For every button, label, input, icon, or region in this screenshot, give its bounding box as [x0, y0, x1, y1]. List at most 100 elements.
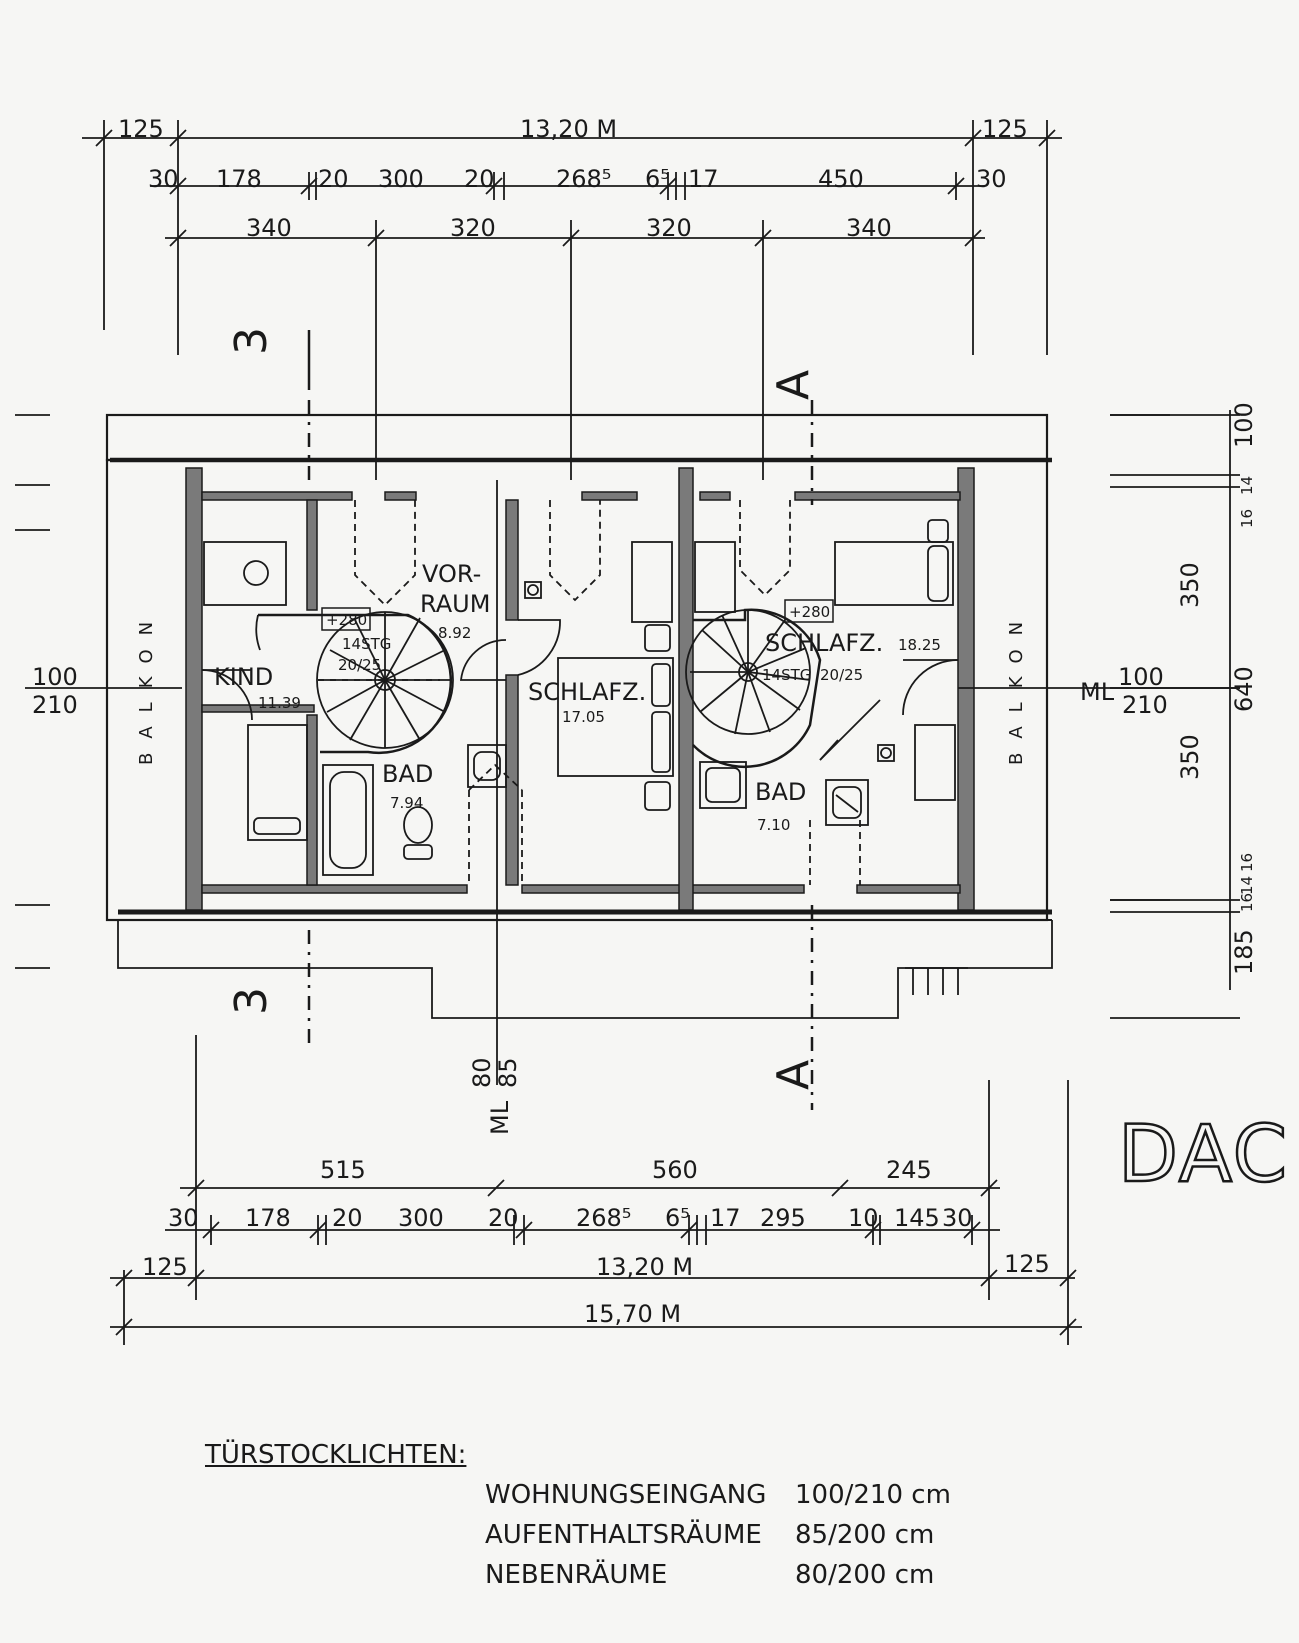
dim-right-6: 16: [1238, 853, 1256, 872]
stairs2-steps: 14STG: [762, 666, 811, 684]
section-labels: 3 3 A A: [226, 327, 819, 1090]
dim-top-seg-5: 268⁵: [556, 165, 611, 193]
section-a-bottom: A: [768, 1060, 819, 1090]
door-right-height: 210: [1122, 691, 1168, 719]
dim-bottom-axis-2: 245: [886, 1156, 932, 1184]
right-edge-marks: [1110, 414, 1170, 901]
legend-row: AUFENTHALTSRÄUME 85/200 cm: [485, 1520, 934, 1550]
dim-bottom-seg-10: 145: [894, 1204, 940, 1232]
dim-right-9: 185: [1230, 929, 1258, 975]
bottom-dimension-lines: [110, 1035, 1082, 1345]
dim-top-axis-0: 340: [246, 214, 292, 242]
ml-bottom-height: 85: [494, 1057, 522, 1088]
dim-right-5: 350: [1176, 734, 1204, 780]
dim-bottom-total: 15,70 M: [584, 1300, 681, 1328]
dim-top-seg-0: 30: [148, 165, 179, 193]
stairs-left: [255, 611, 454, 755]
door-right-ml: ML: [1080, 678, 1115, 706]
door-right-width: 100: [1118, 663, 1164, 691]
dim-right-8: 16: [1238, 893, 1256, 912]
drawing-title-fragment: DAC: [1117, 1109, 1290, 1202]
dim-top-axis-1: 320: [450, 214, 496, 242]
dim-top-seg-2: 20: [318, 165, 349, 193]
dim-bottom-seg-5: 268⁵: [576, 1204, 631, 1232]
dim-bottom-total-inner: 13,20 M: [596, 1253, 693, 1281]
right-dimension-labels: 100 14 16 350 640 350 16 14 16 185: [1176, 402, 1258, 975]
legend-row-value: 85/200 cm: [795, 1520, 935, 1550]
legend-title: TÜRSTOCKLICHTEN:: [205, 1440, 467, 1470]
legend-row: WOHNUNGSEINGANG 100/210 cm: [485, 1480, 951, 1510]
top-dimension-labels: 125 13,20 M 125 30 178 20 300 20 268⁵ 6⁵…: [118, 115, 1028, 242]
left-edge-marks: [15, 414, 50, 969]
dim-right-3: 350: [1176, 562, 1204, 608]
door-left-width: 100: [32, 663, 78, 691]
room-bad2-name: BAD: [755, 778, 806, 806]
room-schlafz1-name: SCHLAFZ.: [528, 678, 646, 706]
room-vorraum-name2: RAUM: [420, 590, 490, 618]
legend-row-value: 100/210 cm: [795, 1480, 951, 1510]
dim-top-axis-2: 320: [646, 214, 692, 242]
room-schlafz2-name: SCHLAFZ.: [765, 629, 883, 657]
room-bad1-name: BAD: [382, 760, 433, 788]
dim-top-seg-9: 30: [976, 165, 1007, 193]
dim-right-2: 16: [1238, 509, 1256, 528]
dim-top-seg-4: 20: [464, 165, 495, 193]
room-vorraum-area: 8.92: [438, 624, 471, 642]
dim-right-0: 100: [1230, 402, 1258, 448]
dim-bottom-axis-0: 515: [320, 1156, 366, 1184]
dim-top-seg-1: 178: [216, 165, 262, 193]
legend-row-value: 80/200 cm: [795, 1560, 935, 1590]
dim-top-axis-3: 340: [846, 214, 892, 242]
room-labels: KIND 11.39 VOR- RAUM 8.92 BAD 7.94 SCHLA…: [214, 560, 941, 834]
skylight-outlines: [354, 500, 861, 885]
ml-bottom-prefix: ML: [486, 1100, 514, 1135]
dim-bottom-seg-2: 20: [332, 1204, 363, 1232]
dim-bottom-seg-3: 300: [398, 1204, 444, 1232]
stairs-right: [685, 608, 822, 769]
top-dimension-lines: [82, 120, 1062, 480]
stairs2-level: +280: [789, 603, 830, 621]
stair-labels: +280 14STG 20/25 +280 14STG 20/25: [321, 599, 863, 684]
furniture: [203, 519, 956, 876]
room-bad1-area: 7.94: [390, 794, 423, 812]
room-schlafz1-area: 17.05: [562, 708, 605, 726]
door-swings: [201, 619, 959, 761]
door-left-height: 210: [32, 691, 78, 719]
balcony-right: BALKON: [1006, 608, 1027, 765]
room-bad2-area: 7.10: [757, 816, 790, 834]
stairs1-steps: 14STG: [342, 635, 391, 653]
legend-row-label: WOHNUNGSEINGANG: [485, 1480, 767, 1510]
room-kind-area: 11.39: [258, 694, 301, 712]
dim-top-overhang-left: 125: [118, 115, 164, 143]
dim-top-seg-7: 17: [688, 165, 719, 193]
stairs1-ratio: 20/25: [338, 656, 381, 674]
dim-bottom-seg-4: 20: [488, 1204, 519, 1232]
dim-right-1: 14: [1238, 476, 1256, 495]
legend-row-label: NEBENRÄUME: [485, 1560, 668, 1590]
dim-top-total: 13,20 M: [520, 115, 617, 143]
dim-bottom-seg-9: 10: [848, 1204, 879, 1232]
roof-outline: [105, 413, 1053, 1019]
dim-right-4: 640: [1230, 666, 1258, 712]
dim-bottom-axis-1: 560: [652, 1156, 698, 1184]
legend-row: NEBENRÄUME 80/200 cm: [485, 1560, 934, 1590]
dim-top-seg-6: 6⁵: [645, 165, 670, 193]
ml-bottom-width: 80: [468, 1057, 496, 1088]
dim-right-7: 14: [1238, 876, 1256, 895]
dim-top-seg-3: 300: [378, 165, 424, 193]
bottom-dimension-labels: 515 560 245 30 178 20 300 20 268⁵ 6⁵ 17 …: [142, 1156, 1050, 1328]
dim-bottom-seg-1: 178: [245, 1204, 291, 1232]
dim-bottom-seg-11: 30: [942, 1204, 973, 1232]
room-schlafz2-area: 18.25: [898, 636, 941, 654]
dim-bottom-seg-0: 30: [168, 1204, 199, 1232]
dim-top-seg-8: 450: [818, 165, 864, 193]
door-labels: 100 210 ML 100 210 ML 80 85: [32, 663, 1168, 1135]
room-kind-name: KIND: [214, 663, 273, 691]
dim-top-overhang-right: 125: [982, 115, 1028, 143]
section-3-bottom: 3: [226, 987, 277, 1015]
balcony-left: BALKON: [136, 608, 157, 765]
section-a-top: A: [768, 370, 819, 400]
balcony-labels: BALKON BALKON: [136, 608, 1027, 765]
legend-row-label: AUFENTHALTSRÄUME: [485, 1520, 762, 1550]
